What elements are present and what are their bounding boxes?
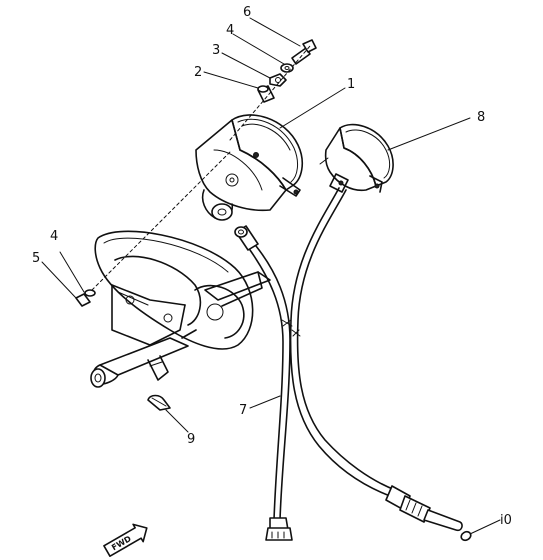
forward-direction-marker: FWD — [103, 523, 148, 557]
gauge-8 — [319, 123, 394, 193]
callout-2: 2 — [194, 65, 202, 80]
leader-lines — [41, 17, 501, 535]
callout-10: i0 — [500, 513, 512, 528]
callout-7: 7 — [239, 403, 247, 418]
callout-4-left: 4 — [50, 229, 58, 244]
clip-9 — [147, 394, 171, 411]
fastener-set-left — [75, 149, 233, 307]
callout-1: 1 — [347, 77, 355, 92]
mounting-bracket — [90, 230, 271, 388]
callout-8: 8 — [477, 110, 485, 125]
callout-labels: 1 2 3 4 6 8 4 5 7 9 i0 — [32, 5, 512, 528]
gauge-1 — [195, 114, 304, 221]
callout-3: 3 — [212, 43, 220, 58]
callout-9: 9 — [187, 432, 195, 447]
cable-7 — [234, 225, 293, 541]
callout-4-top: 4 — [226, 23, 234, 38]
sender-tube-10 — [289, 187, 472, 542]
fastener-set-top — [229, 39, 317, 141]
callout-6: 6 — [243, 5, 251, 20]
callout-5: 5 — [32, 251, 40, 266]
